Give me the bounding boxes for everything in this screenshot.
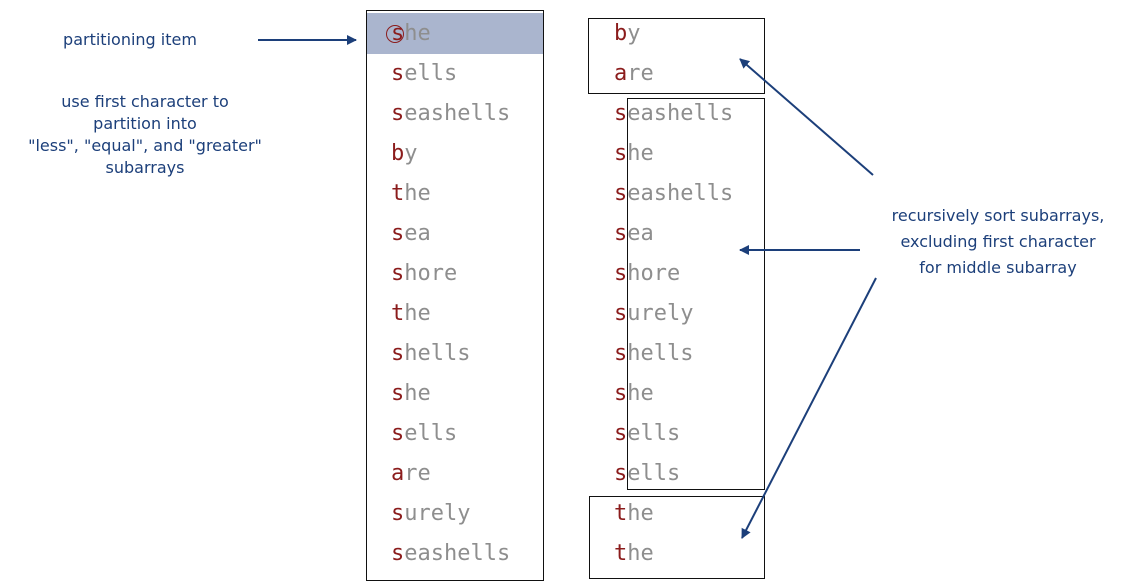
word-first-char: s	[614, 301, 628, 326]
less-subarray-arrow	[739, 58, 874, 176]
word-first-char: t	[391, 181, 405, 206]
array-word: she	[391, 14, 431, 54]
word-first-char: s	[614, 101, 628, 126]
recursive-description-line: recursively sort subarrays,	[891, 206, 1105, 225]
array-word: shells	[614, 334, 693, 374]
array-word: she	[391, 374, 431, 414]
greater-subarray-arrow	[741, 277, 877, 539]
word-rest: hells	[404, 341, 471, 366]
word-first-char: s	[391, 421, 405, 446]
array-word: shore	[391, 254, 457, 294]
word-first-char: s	[391, 101, 405, 126]
word-rest: urely	[627, 301, 694, 326]
word-rest: ea	[627, 221, 654, 246]
array-word: seashells	[391, 94, 510, 134]
array-word: the	[614, 534, 654, 574]
array-word: she	[614, 134, 654, 174]
word-rest: he	[627, 141, 654, 166]
word-first-char: s	[614, 261, 628, 286]
word-first-char: s	[614, 221, 628, 246]
word-first-char: b	[391, 141, 405, 166]
word-first-char: s	[391, 341, 405, 366]
word-rest: hells	[627, 341, 694, 366]
word-first-char: s	[391, 61, 405, 86]
word-first-char: s	[391, 221, 405, 246]
word-first-char: s	[391, 541, 405, 566]
array-word: sea	[614, 214, 654, 254]
array-word: by	[614, 14, 641, 54]
word-first-char: s	[614, 421, 628, 446]
word-first-char: s	[391, 381, 405, 406]
word-rest: he	[627, 381, 654, 406]
partition-description-line: partition into	[93, 114, 197, 133]
less-subarray-box	[588, 18, 765, 94]
recursive-description-line: excluding first character	[900, 232, 1096, 251]
partition-description-line: "less", "equal", and "greater"	[28, 136, 262, 155]
word-first-char: s	[614, 461, 628, 486]
word-first-char: s	[391, 261, 405, 286]
array-word: the	[391, 174, 431, 214]
word-first-char: s	[614, 141, 628, 166]
word-first-char: s	[614, 341, 628, 366]
array-word: surely	[614, 294, 693, 334]
equal-subarray-box	[627, 98, 765, 490]
word-rest: re	[627, 61, 654, 86]
array-word: sells	[391, 414, 457, 454]
word-rest: ells	[627, 421, 681, 446]
greater-subarray-box	[589, 496, 765, 579]
word-rest: eashells	[627, 181, 734, 206]
word-first-char: s	[614, 181, 628, 206]
array-word: by	[391, 134, 418, 174]
word-first-char: a	[391, 461, 405, 486]
array-word: sells	[391, 54, 457, 94]
word-rest: hore	[404, 261, 458, 286]
array-word: sells	[614, 454, 680, 494]
array-word: are	[391, 454, 431, 494]
array-word: shore	[614, 254, 680, 294]
word-rest: y	[627, 21, 641, 46]
word-first-char: s	[614, 381, 628, 406]
word-first-char: a	[614, 61, 628, 86]
word-rest: he	[627, 501, 654, 526]
array-word: are	[614, 54, 654, 94]
word-rest: he	[404, 181, 431, 206]
word-first-char: t	[614, 541, 628, 566]
array-word: sea	[391, 214, 431, 254]
word-rest: hore	[627, 261, 681, 286]
word-rest: ea	[404, 221, 431, 246]
array-word: seashells	[614, 94, 733, 134]
word-rest: eashells	[404, 101, 511, 126]
word-first-char: t	[391, 301, 405, 326]
word-rest: urely	[404, 501, 471, 526]
partitioning-char-circle	[386, 25, 404, 43]
partition-description-line: use first character to	[61, 92, 229, 111]
word-rest: ells	[404, 61, 458, 86]
array-word: seashells	[614, 174, 733, 214]
word-rest: he	[404, 21, 431, 46]
array-word: the	[391, 294, 431, 334]
array-word: seashells	[391, 534, 510, 574]
partitioning-item-label: partitioning item	[63, 30, 197, 49]
word-first-char: s	[391, 501, 405, 526]
array-word: she	[614, 374, 654, 414]
word-rest: eashells	[404, 541, 511, 566]
partition-description-line: subarrays	[105, 158, 185, 177]
word-rest: ells	[404, 421, 458, 446]
word-rest: he	[404, 381, 431, 406]
recursive-description-line: for middle subarray	[919, 258, 1077, 277]
word-rest: eashells	[627, 101, 734, 126]
word-rest: he	[627, 541, 654, 566]
word-first-char: s	[391, 21, 405, 46]
word-first-char: t	[614, 501, 628, 526]
array-word: surely	[391, 494, 470, 534]
word-rest: ells	[627, 461, 681, 486]
word-first-char: b	[614, 21, 628, 46]
word-rest: re	[404, 461, 431, 486]
array-word: the	[614, 494, 654, 534]
word-rest: y	[404, 141, 418, 166]
array-word: shells	[391, 334, 470, 374]
array-word: sells	[614, 414, 680, 454]
word-rest: he	[404, 301, 431, 326]
